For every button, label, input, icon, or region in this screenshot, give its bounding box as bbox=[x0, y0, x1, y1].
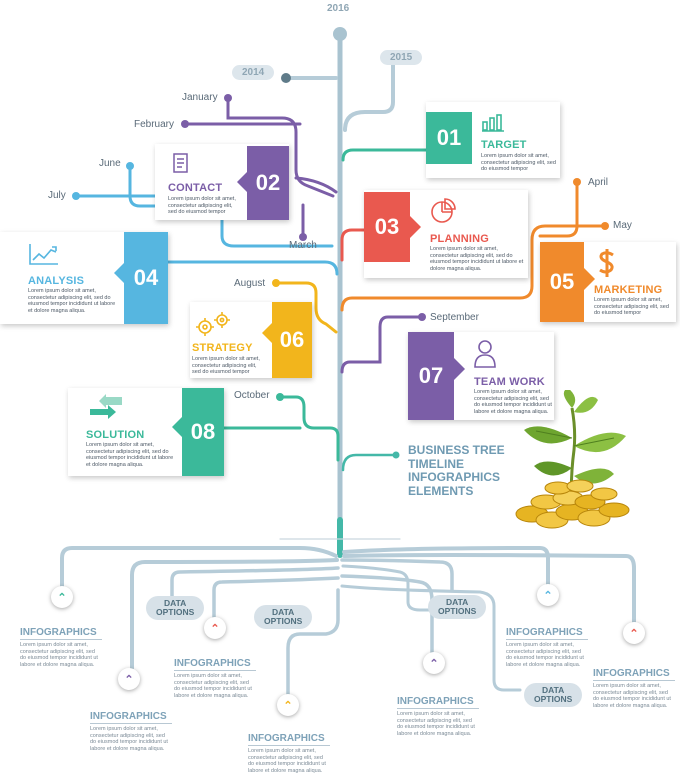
card-description: Lorem ipsum dolor sit amet, consectetur … bbox=[168, 196, 236, 215]
year-2015-label: 2015 bbox=[380, 50, 423, 65]
infographics-4-title: INFOGRAPHICS bbox=[248, 733, 325, 744]
card-title: MARKETING bbox=[594, 284, 663, 296]
data-options-pill-2[interactable]: DATA OPTIONS bbox=[254, 605, 313, 629]
card-number: 06 bbox=[272, 302, 312, 378]
month-february: February bbox=[134, 119, 175, 130]
card-01-target: 01 TARGET Lorem ipsum dolor sit amet, co… bbox=[426, 102, 560, 178]
infographics-6-text: Lorem ipsum dolor sit amet, consectetur … bbox=[506, 642, 584, 668]
infographics-2-title: INFOGRAPHICS bbox=[90, 711, 167, 722]
dollar-icon bbox=[599, 249, 614, 277]
infographics-7-title: INFOGRAPHICS bbox=[593, 668, 670, 679]
card-number: 04 bbox=[124, 232, 168, 324]
year-2014-label: 2014 bbox=[232, 65, 275, 80]
card-05-marketing: 05 MARKETING Lorem ipsum dolor sit amet,… bbox=[540, 242, 676, 322]
month-june: June bbox=[99, 158, 121, 169]
arrows-icon bbox=[90, 394, 122, 419]
money-plant-illustration bbox=[515, 390, 630, 529]
infographics-1-title: INFOGRAPHICS bbox=[20, 627, 97, 638]
infographics-2-underline bbox=[90, 723, 172, 724]
pie-chart-icon bbox=[431, 198, 456, 223]
card-pointer bbox=[584, 268, 595, 290]
root-node-1-chevron-up-icon[interactable]: ⌃ bbox=[51, 586, 73, 608]
line-graph-icon bbox=[29, 244, 58, 265]
card-description: Lorem ipsum dolor sit amet, consectetur … bbox=[86, 442, 174, 468]
card-title: SOLUTION bbox=[86, 429, 145, 441]
infographics-2-text: Lorem ipsum dolor sit amet, consectetur … bbox=[90, 726, 168, 752]
data-options-pill-4[interactable]: DATA OPTIONS bbox=[524, 683, 583, 707]
document-icon bbox=[173, 153, 188, 173]
card-03-planning: 03 PLANNING Lorem ipsum dolor sit amet, … bbox=[364, 190, 528, 278]
card-06-strategy: 06 STRATEGY Lorem ipsum dolor sit amet, … bbox=[190, 302, 312, 378]
card-number: 02 bbox=[247, 146, 289, 220]
card-02-contact: 02 CONTACT Lorem ipsum dolor sit amet, c… bbox=[155, 144, 289, 220]
infographics-7-underline bbox=[593, 680, 675, 681]
card-description: Lorem ipsum dolor sit amet, consectetur … bbox=[594, 297, 669, 316]
month-may: May bbox=[613, 220, 632, 231]
card-title: STRATEGY bbox=[192, 342, 253, 354]
card-pointer bbox=[454, 358, 465, 380]
card-title: CONTACT bbox=[168, 182, 223, 194]
month-april: April bbox=[588, 177, 609, 188]
month-october: October bbox=[234, 390, 270, 401]
infographics-6-underline bbox=[506, 639, 588, 640]
infographics-4-underline bbox=[248, 745, 330, 746]
card-08-solution: 08 SOLUTION Lorem ipsum dolor sit amet, … bbox=[68, 388, 224, 476]
person-icon bbox=[474, 340, 496, 368]
month-july: July bbox=[48, 190, 66, 201]
card-title: ANALYSIS bbox=[28, 275, 85, 287]
card-description: Lorem ipsum dolor sit amet, consectetur … bbox=[28, 288, 116, 314]
gears-icon bbox=[196, 312, 230, 336]
card-pointer bbox=[114, 262, 125, 284]
card-description: Lorem ipsum dolor sit amet, consectetur … bbox=[192, 356, 260, 375]
card-number: 01 bbox=[426, 112, 472, 164]
card-title: TEAM WORK bbox=[474, 376, 545, 388]
card-number: 07 bbox=[408, 332, 454, 420]
infographics-5-underline bbox=[397, 708, 479, 709]
root-node-6-chevron-up-icon[interactable]: ⌃ bbox=[537, 584, 559, 606]
infographics-3-title: INFOGRAPHICS bbox=[174, 658, 251, 669]
infographics-1-text: Lorem ipsum dolor sit amet, consectetur … bbox=[20, 642, 98, 668]
month-august: August bbox=[234, 278, 266, 289]
card-description: Lorem ipsum dolor sit amet, consectetur … bbox=[430, 246, 524, 272]
month-march: March bbox=[289, 240, 317, 251]
bar-chart-icon bbox=[482, 114, 504, 132]
month-january: January bbox=[182, 92, 218, 103]
root-node-2-chevron-up-icon[interactable]: ⌃ bbox=[118, 668, 140, 690]
card-pointer bbox=[410, 216, 421, 238]
card-pointer bbox=[262, 322, 273, 344]
infographics-4-text: Lorem ipsum dolor sit amet, consectetur … bbox=[248, 748, 326, 774]
card-number: 03 bbox=[364, 192, 410, 262]
data-options-pill-3[interactable]: DATA OPTIONS bbox=[428, 595, 487, 619]
root-node-4-chevron-up-icon[interactable]: ⌃ bbox=[277, 694, 299, 716]
infographics-7-text: Lorem ipsum dolor sit amet, consectetur … bbox=[593, 683, 671, 709]
infographics-1-underline bbox=[20, 639, 102, 640]
year-2016-label: 2016 bbox=[327, 3, 350, 14]
card-04-analysis: 04 ANALYSIS Lorem ipsum dolor sit amet, … bbox=[0, 232, 168, 324]
main-title: BUSINESS TREE TIMELINE INFOGRAPHICS ELEM… bbox=[408, 443, 505, 498]
card-description: Lorem ipsum dolor sit amet, consectetur … bbox=[481, 153, 556, 172]
card-07-team-work: 07 TEAM WORK Lorem ipsum dolor sit amet,… bbox=[408, 332, 554, 420]
card-title: TARGET bbox=[481, 139, 527, 151]
root-node-7-chevron-up-icon[interactable]: ⌃ bbox=[623, 622, 645, 644]
root-node-5-chevron-up-icon[interactable]: ⌃ bbox=[423, 652, 445, 674]
card-title: PLANNING bbox=[430, 233, 490, 245]
card-number: 08 bbox=[182, 388, 224, 476]
data-options-pill-1[interactable]: DATA OPTIONS bbox=[146, 596, 205, 620]
infographics-3-text: Lorem ipsum dolor sit amet, consectetur … bbox=[174, 673, 252, 699]
card-description: Lorem ipsum dolor sit amet, consectetur … bbox=[474, 389, 552, 415]
root-node-3-chevron-up-icon[interactable]: ⌃ bbox=[204, 617, 226, 639]
month-september: September bbox=[430, 312, 479, 323]
infographics-3-underline bbox=[174, 670, 256, 671]
infographics-5-text: Lorem ipsum dolor sit amet, consectetur … bbox=[397, 711, 475, 737]
infographics-5-title: INFOGRAPHICS bbox=[397, 696, 474, 707]
card-pointer bbox=[237, 171, 248, 193]
infographics-6-title: INFOGRAPHICS bbox=[506, 627, 583, 638]
card-number: 05 bbox=[540, 242, 584, 322]
card-pointer bbox=[172, 416, 183, 438]
